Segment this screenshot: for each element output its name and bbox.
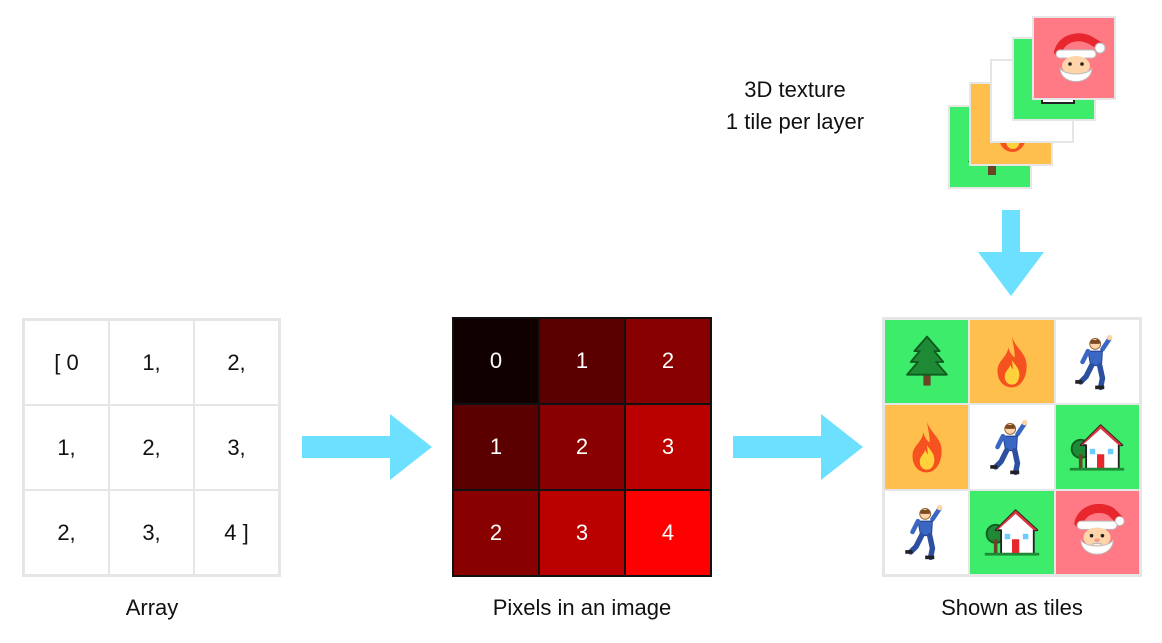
tiles-caption: Shown as tiles	[941, 595, 1083, 620]
array-cell: 3,	[194, 405, 279, 490]
tile-person	[884, 489, 970, 575]
down-arrow-icon	[978, 210, 1044, 296]
array-caption: Array	[125, 595, 179, 620]
array-cell: 1,	[24, 405, 109, 490]
texture-label: 3D texture 1 tile per layer	[690, 74, 900, 138]
right-arrow-icon	[302, 414, 432, 480]
house-icon	[1070, 424, 1125, 471]
array-cell: 4 ]	[194, 490, 279, 575]
texture-label-line2: 1 tile per layer	[725, 109, 865, 134]
texture-label-line1: 3D texture	[744, 77, 846, 102]
tree-icon	[905, 335, 948, 386]
pixel-cell: 2	[625, 318, 711, 404]
array-cell: 1,	[109, 320, 194, 405]
texture-stack	[946, 16, 1120, 190]
pixel-cell: 1	[539, 318, 625, 404]
pixel-cell: 0	[453, 318, 539, 404]
array-cell: 2,	[24, 490, 109, 575]
fire-icon	[912, 421, 942, 473]
tile-house	[969, 489, 1055, 575]
array-grid: [ 0 1, 2, 1, 2, 3, 2, 3, 4 ]	[22, 318, 281, 577]
tile-fire	[969, 319, 1055, 405]
tile-grid	[882, 317, 1142, 577]
tile-fire	[884, 404, 970, 490]
right-arrow-icon	[733, 414, 863, 480]
fire-icon	[997, 336, 1027, 388]
pixel-cell: 3	[625, 404, 711, 490]
santa-icon	[1054, 33, 1106, 82]
tile-person	[1054, 319, 1140, 405]
array-cell: 2,	[109, 405, 194, 490]
texture-layer-santa	[1032, 16, 1116, 100]
pixel-grid: 0 1 2 1 2 3 2 3 4	[452, 317, 712, 577]
pixels-caption: Pixels in an image	[492, 595, 672, 620]
pixel-cell: 1	[453, 404, 539, 490]
array-cell: 2,	[194, 320, 279, 405]
tile-tree	[884, 319, 970, 405]
person-icon	[1075, 334, 1113, 390]
pixel-cell: 4	[625, 490, 711, 576]
pixel-cell: 3	[539, 490, 625, 576]
array-cell: [ 0	[24, 320, 109, 405]
tile-santa	[1054, 489, 1140, 575]
house-icon	[984, 509, 1040, 556]
tile-person	[969, 404, 1055, 490]
santa-icon	[1074, 504, 1125, 555]
person-icon	[904, 505, 943, 561]
pixel-cell: 2	[539, 404, 625, 490]
person-icon	[990, 419, 1028, 476]
array-cell: 3,	[109, 490, 194, 575]
tile-house	[1054, 404, 1140, 490]
pixel-cell: 2	[453, 490, 539, 576]
